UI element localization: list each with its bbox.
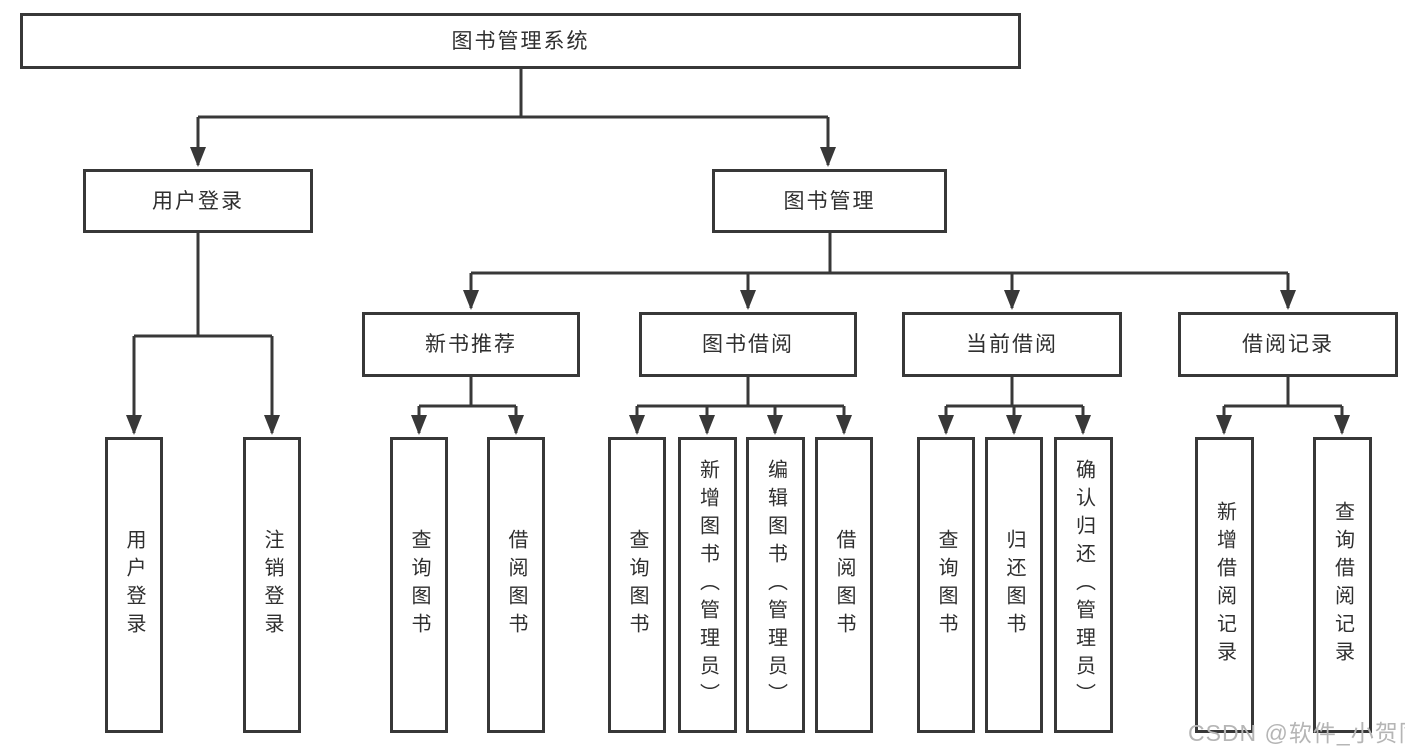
leaf-borrowing-query-books: 查询图书 [608,437,666,733]
node-label: 用户登录 [123,529,145,641]
node-label: 编辑图书（管理员） [764,459,787,711]
leaf-confirm-return-admin: 确认归还（管理员） [1054,437,1113,733]
node-label: 图书管理系统 [451,29,590,53]
node-label: 查询图书 [626,529,648,641]
node-label: 查询图书 [408,529,430,641]
leaf-user-login: 用户登录 [105,437,163,733]
leaf-recommend-borrow-books: 借阅图书 [487,437,545,733]
node-label: 借阅图书 [833,529,855,641]
node-new-book-recommend: 新书推荐 [362,312,580,377]
node-label: 新增图书（管理员） [696,459,719,711]
node-library-management-system: 图书管理系统 [20,13,1021,69]
node-book-borrowing: 图书借阅 [639,312,857,377]
node-label: 归还图书 [1003,529,1025,641]
node-label: 借阅图书 [505,529,527,641]
leaf-query-borrow-record: 查询借阅记录 [1313,437,1372,733]
node-borrowing-records: 借阅记录 [1178,312,1398,377]
leaf-return-books: 归还图书 [985,437,1043,733]
node-label: 图书管理 [783,189,876,213]
node-label: 新增借阅记录 [1213,501,1236,669]
node-label: 图书借阅 [702,333,794,356]
node-label: 借阅记录 [1242,333,1334,356]
node-current-borrowing: 当前借阅 [902,312,1122,377]
node-label: 注销登录 [261,529,283,641]
node-user-login-group: 用户登录 [83,169,313,233]
node-label: 确认归还（管理员） [1072,459,1095,711]
leaf-edit-books-admin: 编辑图书（管理员） [746,437,805,733]
node-label: 用户登录 [152,189,244,213]
node-label: 当前借阅 [966,333,1058,356]
watermark: CSDN @软件_小贺同学 [1188,720,1405,746]
node-label: 查询图书 [935,529,957,641]
leaf-current-query-books: 查询图书 [917,437,975,733]
node-label: 新书推荐 [425,333,517,356]
leaf-add-borrow-record: 新增借阅记录 [1195,437,1254,733]
leaf-borrowing-borrow-books: 借阅图书 [815,437,873,733]
leaf-add-books-admin: 新增图书（管理员） [678,437,737,733]
node-label: 查询借阅记录 [1331,501,1354,669]
leaf-logout: 注销登录 [243,437,301,733]
leaf-recommend-query-books: 查询图书 [390,437,448,733]
node-book-management: 图书管理 [712,169,947,233]
